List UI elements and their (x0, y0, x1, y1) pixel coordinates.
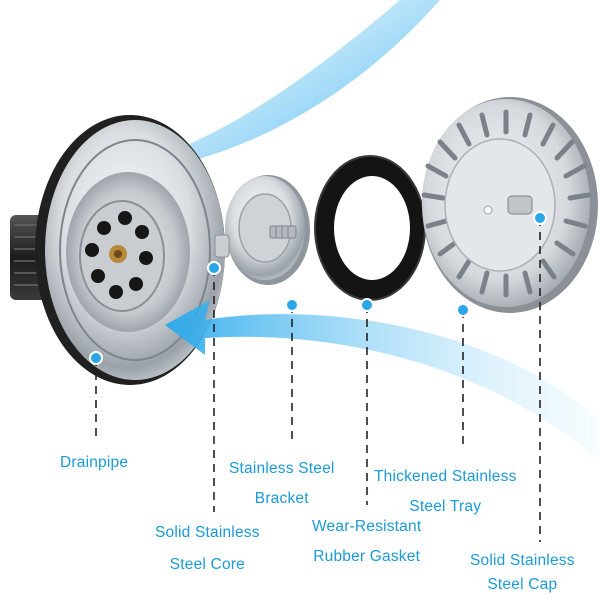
marker-dot-icon (360, 298, 374, 312)
label-cap: Solid Stainless Steel Cap (470, 552, 575, 594)
drain-body-icon (10, 115, 225, 385)
label-gasket-line1: Wear-Resistant (312, 518, 422, 535)
label-tray-line1: Thickened Stainless (374, 468, 517, 485)
label-bracket-line1: Stainless Steel (229, 460, 335, 477)
strainer-basket-icon (421, 97, 598, 313)
label-gasket: Wear-Resistant Rubber Gasket (312, 518, 421, 566)
water-flow-arrow-bottom (165, 300, 600, 460)
water-flow-arrow-top (150, 0, 440, 180)
marker-dot-icon (456, 303, 470, 317)
marker-dot-icon (89, 351, 103, 365)
rubber-gasket-icon (314, 155, 426, 301)
marker-dot-icon (285, 298, 299, 312)
label-drainpipe: Drainpipe (60, 454, 128, 472)
bracket-icon (214, 175, 310, 285)
label-tray: Thickened Stainless Steel Tray (374, 468, 517, 516)
label-tray-line2: Steel Tray (409, 498, 482, 515)
label-bracket: Stainless Steel Bracket (229, 460, 335, 508)
label-steel-core: Solid Stainless Steel Core (155, 524, 260, 574)
label-steel-core-line1: Solid Stainless (155, 524, 260, 541)
label-steel-core-line2: Steel Core (169, 556, 245, 573)
label-gasket-line2: Rubber Gasket (313, 548, 421, 565)
marker-dot-icon (533, 211, 547, 225)
callout-lines (95, 218, 541, 542)
label-bracket-line2: Bracket (254, 490, 309, 507)
label-drainpipe-text: Drainpipe (60, 454, 129, 471)
marker-dots (89, 211, 547, 365)
label-cap-line2: Steel Cap (487, 576, 558, 593)
label-cap-line1: Solid Stainless (470, 552, 575, 569)
marker-dot-icon (207, 261, 221, 275)
